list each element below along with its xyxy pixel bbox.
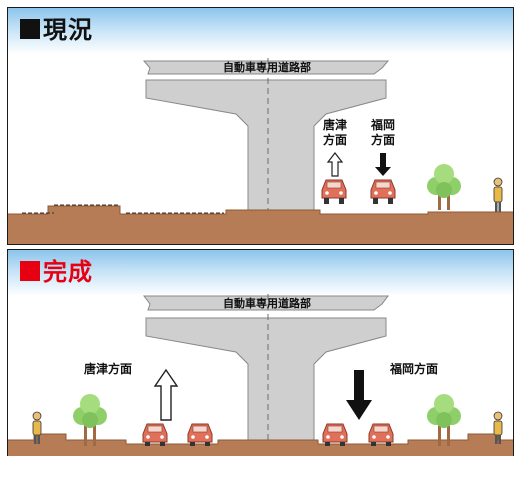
sky-band: [8, 8, 513, 54]
heading-current: 現況: [20, 16, 93, 44]
heading-completed: 完成: [20, 258, 93, 286]
ground-completed: [8, 433, 513, 456]
dir-karatsu: 唐津方面: [84, 361, 132, 376]
person-icon: [493, 177, 503, 212]
overpass-deck: [143, 294, 389, 456]
dir-karatsu-2: 方面: [323, 132, 347, 147]
dir-fukuoka-2: 方面: [371, 132, 395, 147]
person-icon: [493, 411, 503, 444]
dir-karatsu-1: 唐津: [323, 117, 347, 132]
tree-icon: [427, 394, 461, 446]
car-icon: [370, 179, 396, 204]
dir-fukuoka: 福岡方面: [389, 361, 438, 376]
tree-icon: [427, 164, 461, 210]
car-icon: [142, 423, 168, 446]
sky-band: [8, 250, 513, 296]
heading-completed-text: 完成: [43, 258, 93, 286]
car-icon: [322, 423, 348, 446]
arrow-down-icon: [346, 370, 372, 420]
heading-marker: [20, 19, 40, 39]
arrow-down-icon: [375, 153, 391, 176]
scene-current: 自動車専用道路部 唐津 方面 福岡 方面: [8, 58, 513, 244]
car-icon: [368, 423, 394, 446]
heading-current-text: 現況: [43, 16, 93, 44]
person-icon: [32, 411, 42, 444]
dir-fukuoka-1: 福岡: [370, 117, 395, 132]
road-label-current: 自動車専用道路部: [223, 60, 311, 74]
heading-marker: [20, 261, 40, 281]
car-icon: [321, 179, 347, 204]
panel-current: 現況 自動車専用道路部 唐津 方面 福岡 方面: [7, 7, 514, 245]
ground-current: [8, 204, 513, 244]
arrow-up-icon: [326, 152, 344, 177]
road-label-completed: 自動車専用道路部: [223, 296, 311, 310]
arrow-up-icon: [153, 368, 179, 421]
scene-completed: 自動車専用道路部 唐津方面 福岡方面: [8, 294, 513, 456]
tree-icon: [73, 394, 107, 446]
panel-completed: 完成 自動車専用道路部 唐津方面 福岡方面: [7, 249, 514, 456]
car-icon: [187, 423, 213, 446]
overpass-deck: [142, 58, 390, 220]
